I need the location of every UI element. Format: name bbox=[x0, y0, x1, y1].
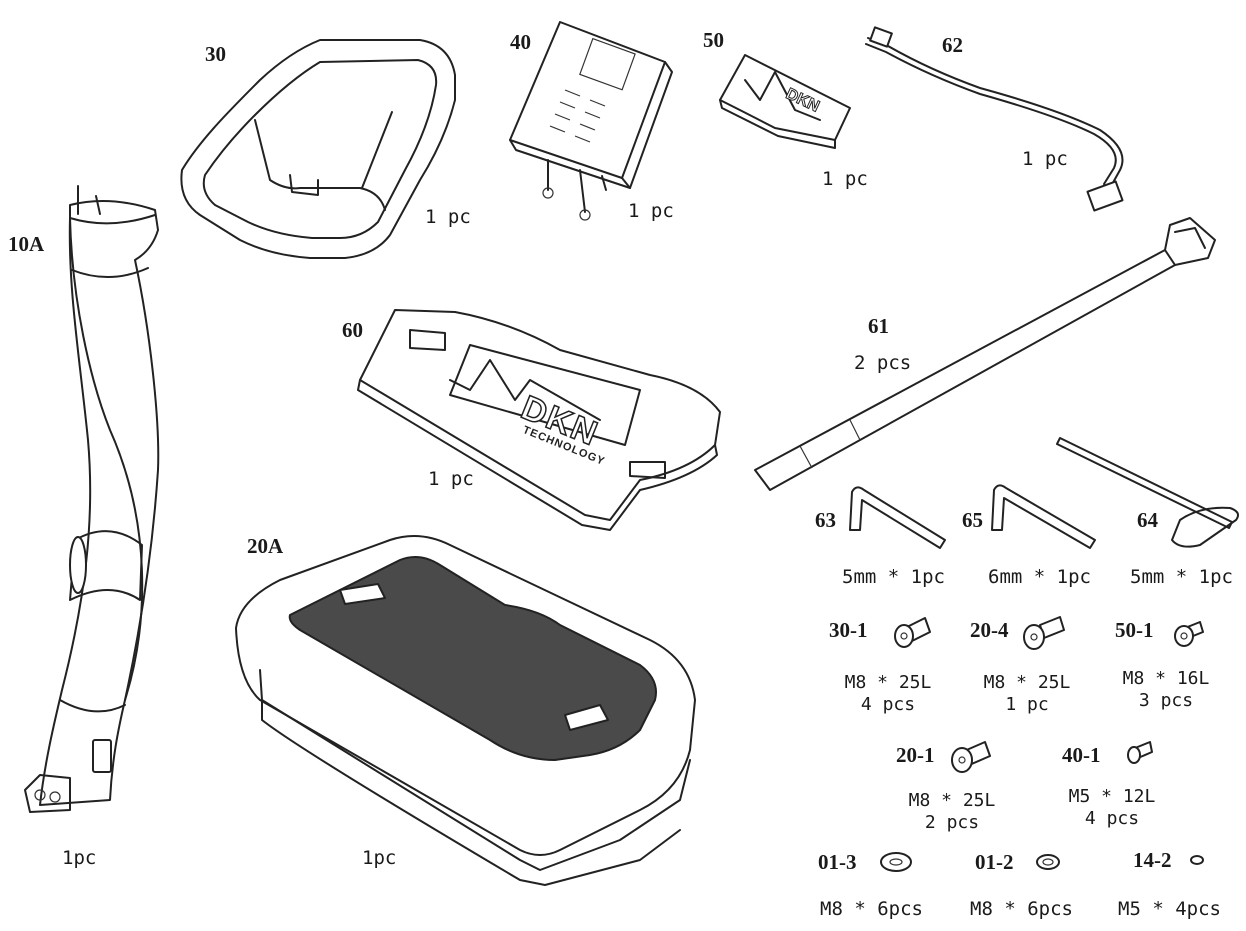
part-label-62: 62 bbox=[942, 33, 963, 57]
hw-size-50-1: M8 * 16L bbox=[1122, 668, 1210, 689]
hw-size-40-1: M5 * 12L bbox=[1068, 786, 1156, 807]
part-qty-63: 5mm * 1pc bbox=[842, 566, 945, 588]
part-label-10a: 10A bbox=[8, 232, 45, 256]
hw-spec-20-4: M8 * 25L 1 pc bbox=[967, 672, 1087, 716]
hw-label-40-1: 40-1 bbox=[1062, 743, 1101, 767]
part-qty-20a: 1pc bbox=[362, 847, 397, 869]
hw-qty-50-1: 3 pcs bbox=[1138, 690, 1194, 711]
hw-qty-01-2: M8 * 6pcs bbox=[970, 898, 1073, 920]
hw-spec-40-1: M5 * 12L 4 pcs bbox=[1052, 786, 1172, 830]
part-qty-61: 2 pcs bbox=[854, 352, 912, 374]
part-qty-10a: 1pc bbox=[62, 847, 97, 869]
hw-label-30-1: 30-1 bbox=[829, 618, 868, 642]
hw-qty-01-3: M8 * 6pcs bbox=[820, 898, 923, 920]
hw-qty-40-1: 4 pcs bbox=[1084, 808, 1140, 829]
part-label-60: 60 bbox=[342, 318, 363, 342]
part-label-40: 40 bbox=[510, 30, 531, 54]
hw-qty-30-1: 4 pcs bbox=[860, 694, 916, 715]
handlebar-30-drawing bbox=[180, 39, 456, 259]
hw-label-20-4: 20-4 bbox=[970, 618, 1009, 642]
part-qty-65: 6mm * 1pc bbox=[988, 566, 1091, 588]
bolt-30-1-icon bbox=[894, 617, 931, 648]
part-label-65: 65 bbox=[962, 508, 983, 532]
hw-qty-14-2: M5 * 4pcs bbox=[1118, 898, 1221, 920]
cover-50-drawing bbox=[719, 54, 851, 149]
part-label-63: 63 bbox=[815, 508, 836, 532]
part-label-61: 61 bbox=[868, 314, 889, 338]
hw-qty-20-1: 2 pcs bbox=[924, 812, 980, 833]
hw-spec-20-1: M8 * 25L 2 pcs bbox=[892, 790, 1012, 834]
part-qty-60: 1 pc bbox=[428, 468, 474, 490]
part-label-50: 50 bbox=[703, 28, 724, 52]
hw-size-30-1: M8 * 25L bbox=[844, 672, 932, 693]
bolt-50-1-icon bbox=[1174, 621, 1204, 647]
hw-label-50-1: 50-1 bbox=[1115, 618, 1154, 642]
bolt-20-1-icon bbox=[951, 741, 991, 773]
hw-spec-30-1: M8 * 25L 4 pcs bbox=[828, 672, 948, 716]
hw-label-01-3: 01-3 bbox=[818, 850, 857, 874]
part-qty-30: 1 pc bbox=[425, 206, 471, 228]
bolt-20-4-icon bbox=[1023, 616, 1065, 650]
hardware-drawing bbox=[880, 616, 1204, 872]
console-40-drawing bbox=[509, 21, 673, 221]
hw-label-20-1: 20-1 bbox=[896, 743, 935, 767]
part-label-20a: 20A bbox=[247, 534, 284, 558]
hw-label-01-2: 01-2 bbox=[975, 850, 1014, 874]
part-qty-50: 1 pc bbox=[822, 168, 868, 190]
hex-keys-drawing bbox=[849, 437, 1239, 549]
washer-01-3-icon bbox=[880, 852, 912, 872]
power-cord-62-drawing bbox=[865, 26, 1124, 212]
part-label-30: 30 bbox=[205, 42, 226, 66]
hw-size-20-4: M8 * 25L bbox=[983, 672, 1071, 693]
hw-label-14-2: 14-2 bbox=[1133, 848, 1172, 872]
part-qty-62: 1 pc bbox=[1022, 148, 1068, 170]
hw-spec-50-1: M8 * 16L 3 pcs bbox=[1106, 668, 1226, 712]
hw-qty-20-4: 1 pc bbox=[1005, 694, 1049, 715]
platform-20a-drawing bbox=[235, 535, 696, 886]
hw-size-20-1: M8 * 25L bbox=[908, 790, 996, 811]
column-10a-drawing bbox=[24, 185, 160, 813]
part-qty-64: 5mm * 1pc bbox=[1130, 566, 1233, 588]
part-label-64: 64 bbox=[1137, 508, 1158, 532]
base-plate-60-drawing bbox=[357, 309, 721, 531]
part-qty-40: 1 pc bbox=[628, 200, 674, 222]
washer-01-2-icon bbox=[1036, 854, 1060, 870]
bolt-40-1-icon bbox=[1127, 741, 1153, 764]
strap-61-drawing bbox=[754, 217, 1216, 491]
washer-14-2-icon bbox=[1190, 855, 1204, 865]
